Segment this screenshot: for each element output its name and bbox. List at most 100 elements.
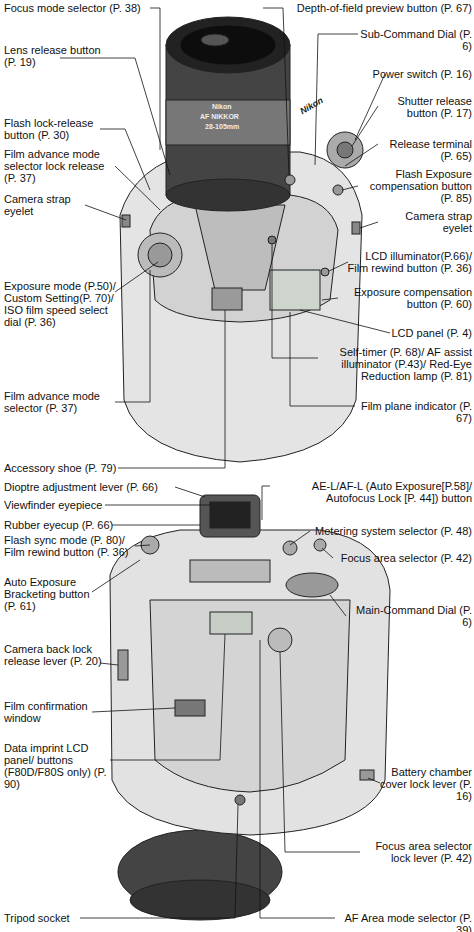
part-label: Dioptre adjustment lever (P. 66): [4, 481, 179, 493]
part-label: Lens release button (P. 19): [4, 44, 114, 68]
camera-top-view-part: [333, 185, 343, 195]
camera-top-view: [120, 17, 363, 462]
camera-top-view-part: [148, 243, 172, 267]
camera-top-view-part: [270, 270, 320, 310]
leader-lines-part: [342, 186, 358, 190]
leader-lines-part: [355, 74, 385, 140]
camera-rear-view-part: [190, 560, 270, 582]
camera-rear-view-part: [283, 541, 297, 555]
leader-lines-part: [360, 222, 378, 228]
part-label: Rubber eyecup (P. 66): [4, 519, 114, 531]
leader-lines-part: [322, 548, 333, 558]
part-label: Release terminal (P. 65): [376, 138, 472, 162]
printed-marking: AF NIKKOR: [200, 113, 260, 121]
part-label: Flash Exposure compensation button (P. 8…: [356, 168, 472, 204]
part-label: Data imprint LCD panel/ buttons (F80D/F8…: [4, 742, 112, 790]
part-label: Camera strap eyelet: [4, 193, 86, 217]
camera-top-view-part: [138, 233, 182, 277]
part-label: Viewfinder eyepiece: [4, 499, 109, 511]
camera-rear-view-part: [210, 612, 252, 634]
camera-top-view-part: [166, 17, 290, 73]
leader-lines-part: [263, 8, 289, 175]
part-label: Self-timer (P. 68)/ AF assist illuminato…: [316, 346, 472, 382]
part-label: Tripod socket: [4, 912, 84, 924]
leader-lines-part: [110, 634, 225, 760]
leader-lines-part: [100, 663, 118, 665]
leader-lines-part: [290, 531, 310, 545]
camera-top-view-part: [268, 236, 276, 244]
part-label: Focus mode selector (P. 38): [4, 2, 154, 14]
part-label: Shutter release button (P. 17): [376, 95, 472, 119]
leader-lines-part: [272, 244, 318, 358]
part-label: Camera back lock release lever (P. 20): [4, 643, 102, 667]
camera-rear-view-part: [235, 795, 245, 805]
part-label: AE-L/AF-L (Auto Exposure[P.58]/ Autofocu…: [268, 480, 472, 504]
part-label: Power switch (P. 16): [372, 68, 472, 80]
camera-rear-view-part: [286, 573, 338, 597]
leader-lines-part: [175, 487, 205, 497]
leader-lines-part: [115, 270, 150, 402]
part-label: Depth-of-field preview button (P. 67): [262, 2, 472, 14]
part-label: Camera strap eyelet: [378, 210, 472, 234]
part-label: Main-Command Dial (P. 6): [344, 604, 472, 628]
leader-lines-part: [118, 310, 225, 468]
leader-lines-part: [300, 310, 390, 333]
camera-rear-view-part: [118, 650, 128, 680]
part-label: Flash lock-release button (P. 30): [4, 117, 104, 141]
camera-rear-view-part: [314, 539, 326, 551]
camera-top-view-part: [321, 268, 329, 276]
camera-top-view-part: [120, 152, 362, 462]
part-label: LCD panel (P. 4): [388, 327, 472, 339]
camera-top-view-part: [180, 25, 276, 65]
leader-lines-part: [115, 166, 160, 210]
camera-top-view-part: [352, 222, 360, 234]
part-label: Auto Exposure Bracketing button (P. 61): [4, 576, 94, 612]
camera-rear-view-part: [175, 700, 205, 716]
part-label: LCD illuminator(P.66)/ Film rewind butto…: [346, 250, 472, 274]
part-label: Flash sync mode (P. 80)/ Film rewind but…: [4, 534, 136, 558]
part-label: Accessory shoe (P. 79): [4, 462, 119, 474]
camera-top-view-part: [212, 288, 242, 310]
leader-lines-part: [112, 525, 200, 526]
part-label: Metering system selector (P. 48): [308, 525, 472, 537]
leader-lines-part: [85, 205, 126, 220]
camera-rear-view-part: [210, 502, 250, 528]
leader-lines: [60, 8, 390, 468]
part-label: Battery chamber cover lock lever (P. 16): [378, 766, 472, 802]
part-label: Exposure compensation button (P. 60): [336, 286, 472, 310]
printed-marking: Nikon: [212, 103, 252, 111]
camera-top-view-part: [166, 100, 290, 145]
leader-lines-part: [135, 545, 150, 546]
leader-lines-part: [100, 129, 150, 190]
printed-marking: Nikon: [298, 87, 339, 117]
leader-lines-part: [115, 262, 158, 292]
leader-lines-part: [105, 505, 210, 506]
camera-top-view-part: [122, 215, 130, 227]
part-label: Exposure mode (P.50)/ Custom Setting(P. …: [4, 280, 116, 328]
part-label: Focus area selector (P. 42): [331, 552, 472, 564]
camera-rear-view-part: [150, 600, 350, 792]
part-label: AF Area mode selector (P. 39): [333, 912, 472, 932]
leader-lines-part: [280, 652, 360, 852]
camera-top-view-part: [285, 175, 295, 185]
camera-top-view-part: [337, 142, 353, 158]
camera-rear-view-part: [130, 880, 270, 920]
part-label: Focus area selector lock lever (P. 42): [358, 840, 472, 864]
camera-top-view-part: [166, 179, 290, 211]
camera-rear-view-part: [360, 770, 374, 780]
part-label: Film confirmation window: [4, 700, 94, 724]
part-label: Film advance mode selector lock release …: [4, 148, 116, 184]
printed-marking: 28-105mm: [205, 123, 255, 131]
leader-lines-part: [330, 595, 346, 616]
leader-lines-part: [329, 262, 348, 271]
camera-rear-view-part: [268, 628, 292, 652]
camera-rear-view-part: [110, 530, 390, 835]
leader-lines-part: [260, 640, 335, 918]
leader-lines-part: [262, 486, 270, 520]
part-label: Sub-Command Dial (P. 6): [360, 28, 472, 52]
leader-lines-part: [80, 805, 238, 918]
camera-rear-view-part: [200, 495, 260, 537]
leader-lines-part: [368, 778, 380, 783]
leader-lines-part: [92, 708, 175, 712]
